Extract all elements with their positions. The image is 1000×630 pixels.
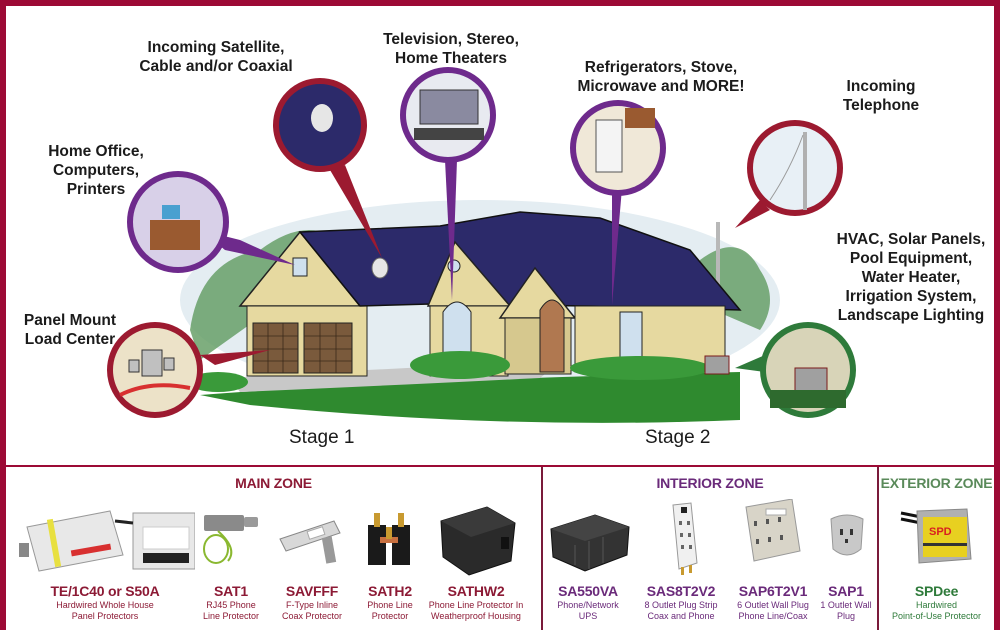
product-description: Phone/Network UPS bbox=[557, 600, 619, 621]
product-code: SA550VA bbox=[558, 583, 618, 599]
product-code: TE/1C40 or S50A bbox=[50, 583, 160, 599]
callout-label-panel: Panel Mount Load Center bbox=[23, 312, 117, 348]
product-description: 8 Outlet Plug Strip Coax and Phone bbox=[644, 600, 718, 621]
product-code: SATH2 bbox=[368, 583, 412, 599]
product-sa550va[interactable]: SA550VA Phone/Network UPS bbox=[545, 499, 631, 622]
phone-line-protector-image bbox=[360, 499, 420, 579]
product-spdee[interactable]: SPD SPDee Hardwired Point-of-Use Protect… bbox=[879, 499, 994, 622]
wall-plug-image bbox=[738, 498, 808, 579]
product-description: 6 Outlet Wall Plug Phone Line/Coax bbox=[737, 600, 809, 621]
protection-zones: MAIN ZONE TE/1C40 or S50A Hardwired Whol… bbox=[6, 465, 994, 630]
product-code: SAVFFF bbox=[285, 583, 339, 599]
coax-protector-image bbox=[274, 499, 350, 579]
single-outlet-image bbox=[821, 499, 871, 579]
callout-label-home-office: Home Office, Computers, Printers bbox=[48, 143, 144, 198]
product-sath2[interactable]: SATH2 Phone Line Protector bbox=[360, 499, 420, 622]
weatherproof-housing-image bbox=[431, 499, 521, 579]
callout-label-satellite: Incoming Satellite, Cable and/or Coaxial bbox=[139, 39, 293, 75]
rj45-protector-image bbox=[198, 499, 264, 579]
main-zone-title: MAIN ZONE bbox=[235, 475, 312, 491]
exterior-zone: EXTERIOR ZONE SPD SPDee Hardwired Point-… bbox=[877, 467, 994, 630]
spdee-image: SPD bbox=[897, 499, 977, 579]
product-sat1[interactable]: SAT1 RJ45 Phone Line Protector bbox=[198, 499, 264, 622]
interior-zone-title: INTERIOR ZONE bbox=[656, 475, 764, 491]
product-description: Hardwired Whole House Panel Protectors bbox=[56, 600, 154, 621]
plug-strip-image bbox=[651, 499, 711, 579]
exterior-zone-title: EXTERIOR ZONE bbox=[880, 475, 993, 491]
product-te1c40-s50a[interactable]: TE/1C40 or S50A Hardwired Whole House Pa… bbox=[10, 499, 200, 622]
product-description: RJ45 Phone Line Protector bbox=[202, 600, 260, 621]
product-sap6t2v1[interactable]: SAP6T2V1 6 Outlet Wall Plug Phone Line/C… bbox=[733, 498, 813, 622]
stage-1-label: Stage 1 bbox=[289, 427, 355, 448]
callout-label-hvac: HVAC, Solar Panels, Pool Equipment, Wate… bbox=[836, 231, 986, 324]
product-savfff[interactable]: SAVFFF F-Type Inline Coax Protector bbox=[274, 499, 350, 622]
telephone-callout bbox=[747, 120, 843, 216]
callout-label-appliances: Refrigerators, Stove, Microwave and MORE… bbox=[577, 59, 745, 95]
product-code: SPDee bbox=[914, 583, 959, 599]
product-code: SATHW2 bbox=[447, 583, 505, 599]
product-description: Phone Line Protector In Weatherproof Hou… bbox=[428, 600, 524, 621]
callout-label-telephone: Incoming Telephone bbox=[842, 78, 920, 114]
panel-protector-image bbox=[15, 499, 196, 579]
product-code: SAP1 bbox=[828, 583, 864, 599]
stage-2-label: Stage 2 bbox=[645, 427, 711, 448]
product-sap1[interactable]: SAP1 1 Outlet Wall Plug bbox=[815, 499, 877, 622]
house-illustration bbox=[107, 67, 856, 423]
product-code: SAS8T2V2 bbox=[646, 583, 716, 599]
main-zone: MAIN ZONE TE/1C40 or S50A Hardwired Whol… bbox=[6, 467, 541, 630]
product-code: SAP6T2V1 bbox=[738, 583, 808, 599]
ups-image bbox=[545, 499, 631, 579]
product-description: 1 Outlet Wall Plug bbox=[820, 600, 872, 621]
house-diagram: Home Office, Computers, Printers Incomin… bbox=[6, 6, 994, 465]
product-code: SAT1 bbox=[214, 583, 248, 599]
product-description: Hardwired Point-of-Use Protector bbox=[891, 600, 982, 621]
product-description: F-Type Inline Coax Protector bbox=[281, 600, 343, 621]
svg-text:SPD: SPD bbox=[929, 526, 952, 538]
product-sas8t2v2[interactable]: SAS8T2V2 8 Outlet Plug Strip Coax and Ph… bbox=[639, 499, 723, 622]
product-description: Phone Line Protector bbox=[367, 600, 413, 621]
interior-zone: INTERIOR ZONE SA550VA Phone/Network UPS bbox=[541, 467, 877, 630]
callout-label-television: Television, Stereo, Home Theaters bbox=[383, 31, 519, 67]
product-sathw2[interactable]: SATHW2 Phone Line Protector In Weatherpr… bbox=[426, 499, 526, 622]
